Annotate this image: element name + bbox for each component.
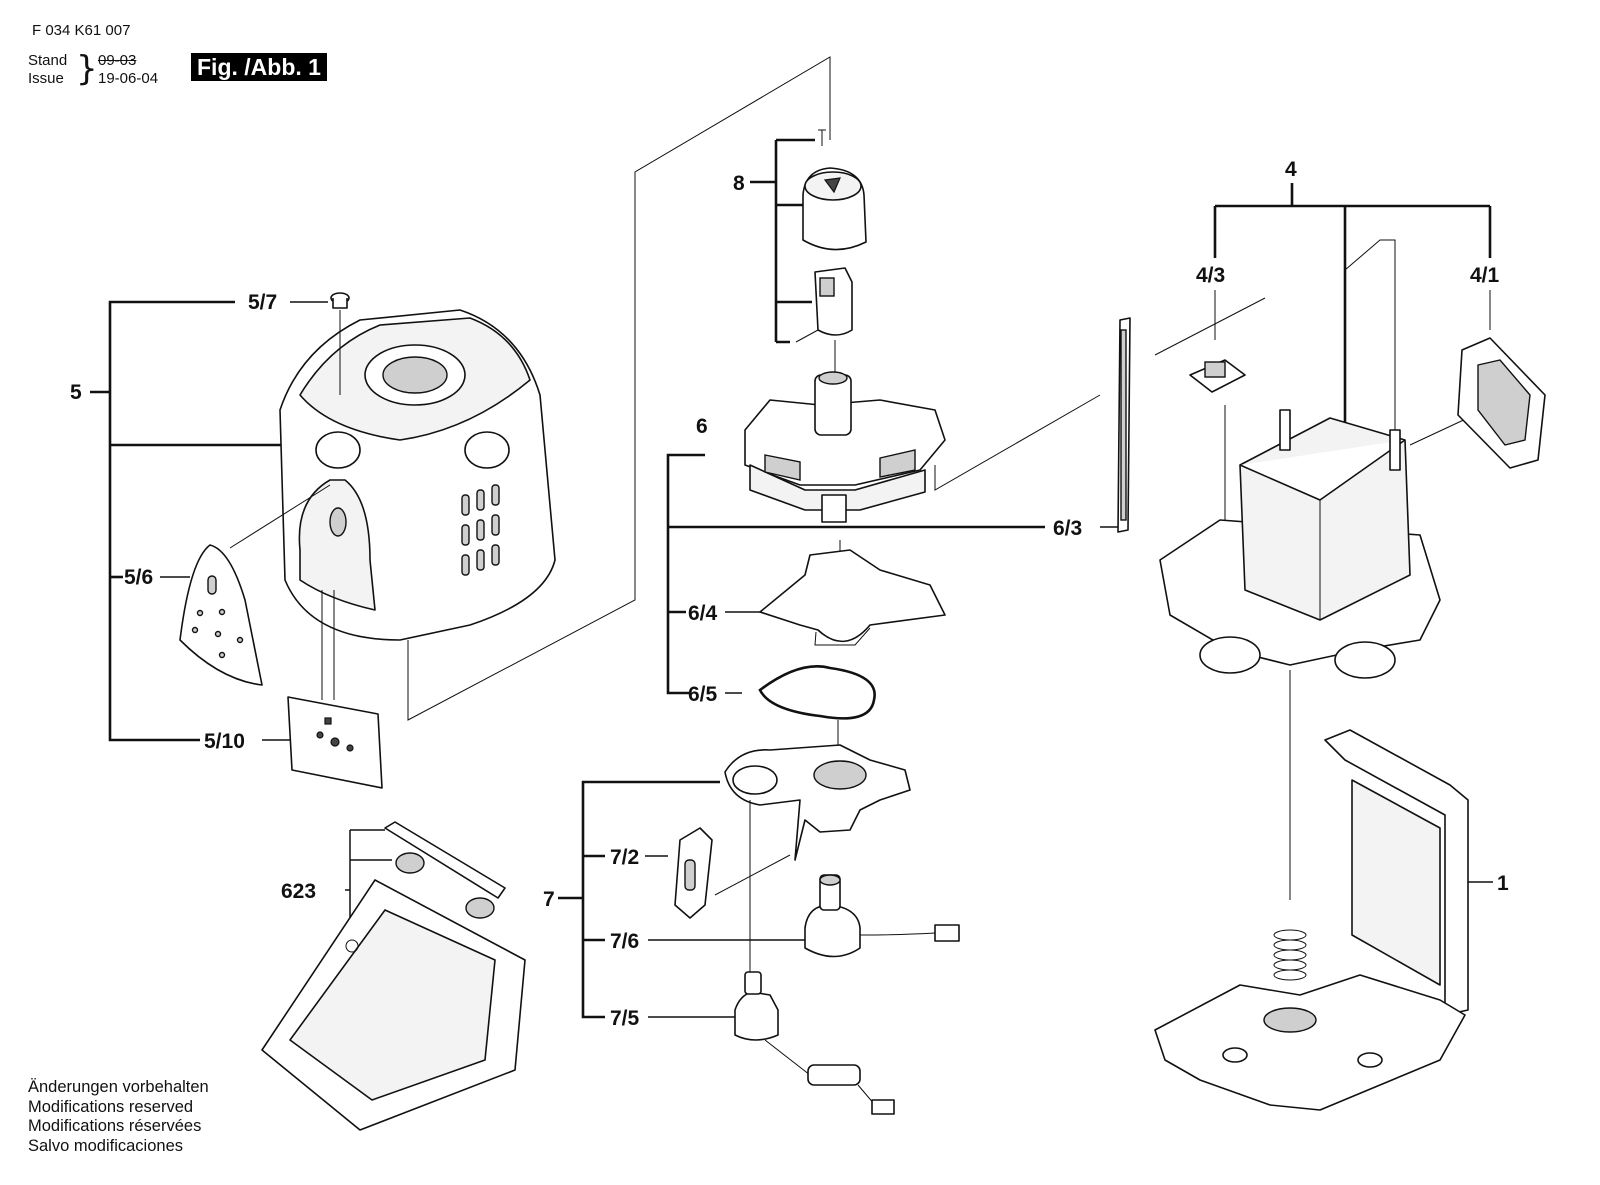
bracket-group-5 [90, 300, 328, 742]
issue-label: Issue [28, 70, 64, 87]
label-5-6: 5/6 [124, 566, 153, 589]
chip-4-3-part [1189, 359, 1246, 393]
knob-8-part [795, 129, 867, 343]
note-fr: Modifications réservées [28, 1117, 202, 1135]
label-7-6: 7/6 [610, 930, 639, 953]
holder-7-part [724, 720, 911, 1000]
figure-badge: Fig. /Abb. 1 [191, 53, 327, 81]
gasket-6-4-part [759, 540, 946, 646]
motor-7-6-part [804, 874, 960, 958]
bracket-group-6 [666, 453, 1120, 695]
bracket-group-8 [750, 138, 815, 344]
belt-6-5-part [758, 665, 876, 720]
label-5: 5 [70, 381, 82, 404]
note-es: Salvo modificaciones [28, 1136, 183, 1155]
base-bracket-1-part [1154, 729, 1493, 1111]
label-6-5: 6/5 [688, 683, 718, 706]
label-4-1: 4/1 [1470, 264, 1500, 287]
label-7-5: 7/5 [610, 1007, 640, 1030]
note-en: Modifications reserved [28, 1097, 194, 1116]
modifications-note: Änderungen vorbehalten Modifications res… [28, 1078, 209, 1156]
assembly-leader-line [407, 56, 831, 721]
battery-cover-623-part [261, 821, 526, 1131]
label-5-10: 5/10 [204, 730, 245, 753]
note-de: Änderungen vorbehalten [28, 1078, 209, 1096]
label-4-3: 4/3 [1196, 264, 1225, 287]
stand-label: Stand [28, 52, 68, 69]
label-8: 8 [733, 172, 745, 195]
label-6-4: 6/4 [688, 602, 718, 625]
pendulum-4-part [1159, 409, 1441, 900]
label-7-2: 7/2 [610, 846, 639, 869]
bracket-group-4 [1154, 183, 1492, 605]
base-plate-6-part [744, 340, 1101, 523]
strip-6-3-part [1117, 317, 1131, 533]
issue-date: 19-06-04 [98, 70, 159, 87]
date-brace: } [76, 49, 98, 89]
label-4: 4 [1285, 158, 1297, 181]
cover-plate-4-1-part [1457, 337, 1546, 469]
spring-icon [1273, 929, 1307, 981]
housing-vent-slots [461, 484, 500, 576]
board-5-10-part [287, 590, 383, 789]
clip-7-2-part [674, 827, 791, 919]
document-code: F 034 K61 007 [32, 22, 131, 39]
housing-cover-part [279, 309, 556, 641]
sensor-7-5-part [734, 971, 895, 1115]
plate-5-6-part [179, 484, 331, 686]
stand-date: 09-03 [98, 52, 137, 69]
label-623: 623 [281, 880, 316, 903]
label-5-7: 5/7 [248, 291, 277, 314]
label-6-3: 6/3 [1053, 517, 1082, 540]
label-1: 1 [1497, 872, 1509, 895]
bracket-group-7 [558, 780, 805, 1019]
label-6: 6 [696, 415, 708, 438]
label-7: 7 [543, 888, 555, 911]
cap-5-7-part [330, 292, 350, 395]
